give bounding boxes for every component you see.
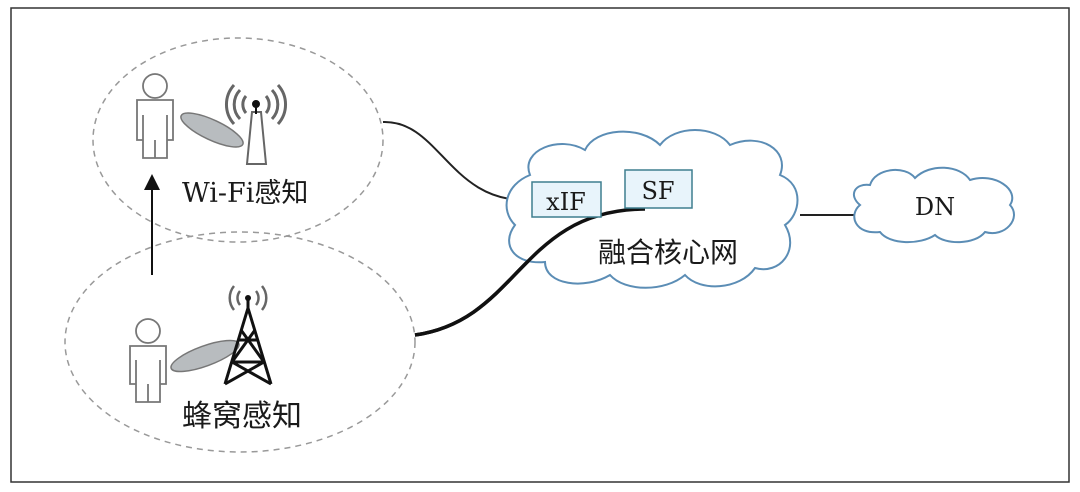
- sensing-signal-disc: [170, 339, 240, 373]
- wifi-access-point-icon: [224, 83, 288, 165]
- core-network-cloud: [505, 129, 799, 289]
- person-icon: [136, 73, 174, 159]
- data-network-cloud: [852, 166, 1015, 244]
- cellular-sensing-label: 蜂窝感知: [182, 399, 302, 434]
- data-network-label: DN: [915, 193, 955, 221]
- xif-box: [531, 181, 602, 218]
- wifi-sensing-region: [92, 37, 384, 243]
- upward-arrow-icon: [144, 174, 160, 275]
- wifi-link: [382, 120, 533, 202]
- cellular-link-overlay: [414, 207, 646, 337]
- core-network-label: 融合核心网: [598, 236, 738, 269]
- wifi-sensing-label: Wi-Fi感知: [182, 178, 308, 209]
- cellular-sensing-region: [64, 231, 416, 453]
- sf-box: [624, 169, 693, 209]
- person-icon: [129, 318, 167, 403]
- xif-label: xIF: [546, 188, 586, 216]
- cell-tower-icon: [223, 285, 273, 386]
- sensing-signal-disc: [180, 112, 244, 148]
- sf-label: SF: [641, 177, 674, 205]
